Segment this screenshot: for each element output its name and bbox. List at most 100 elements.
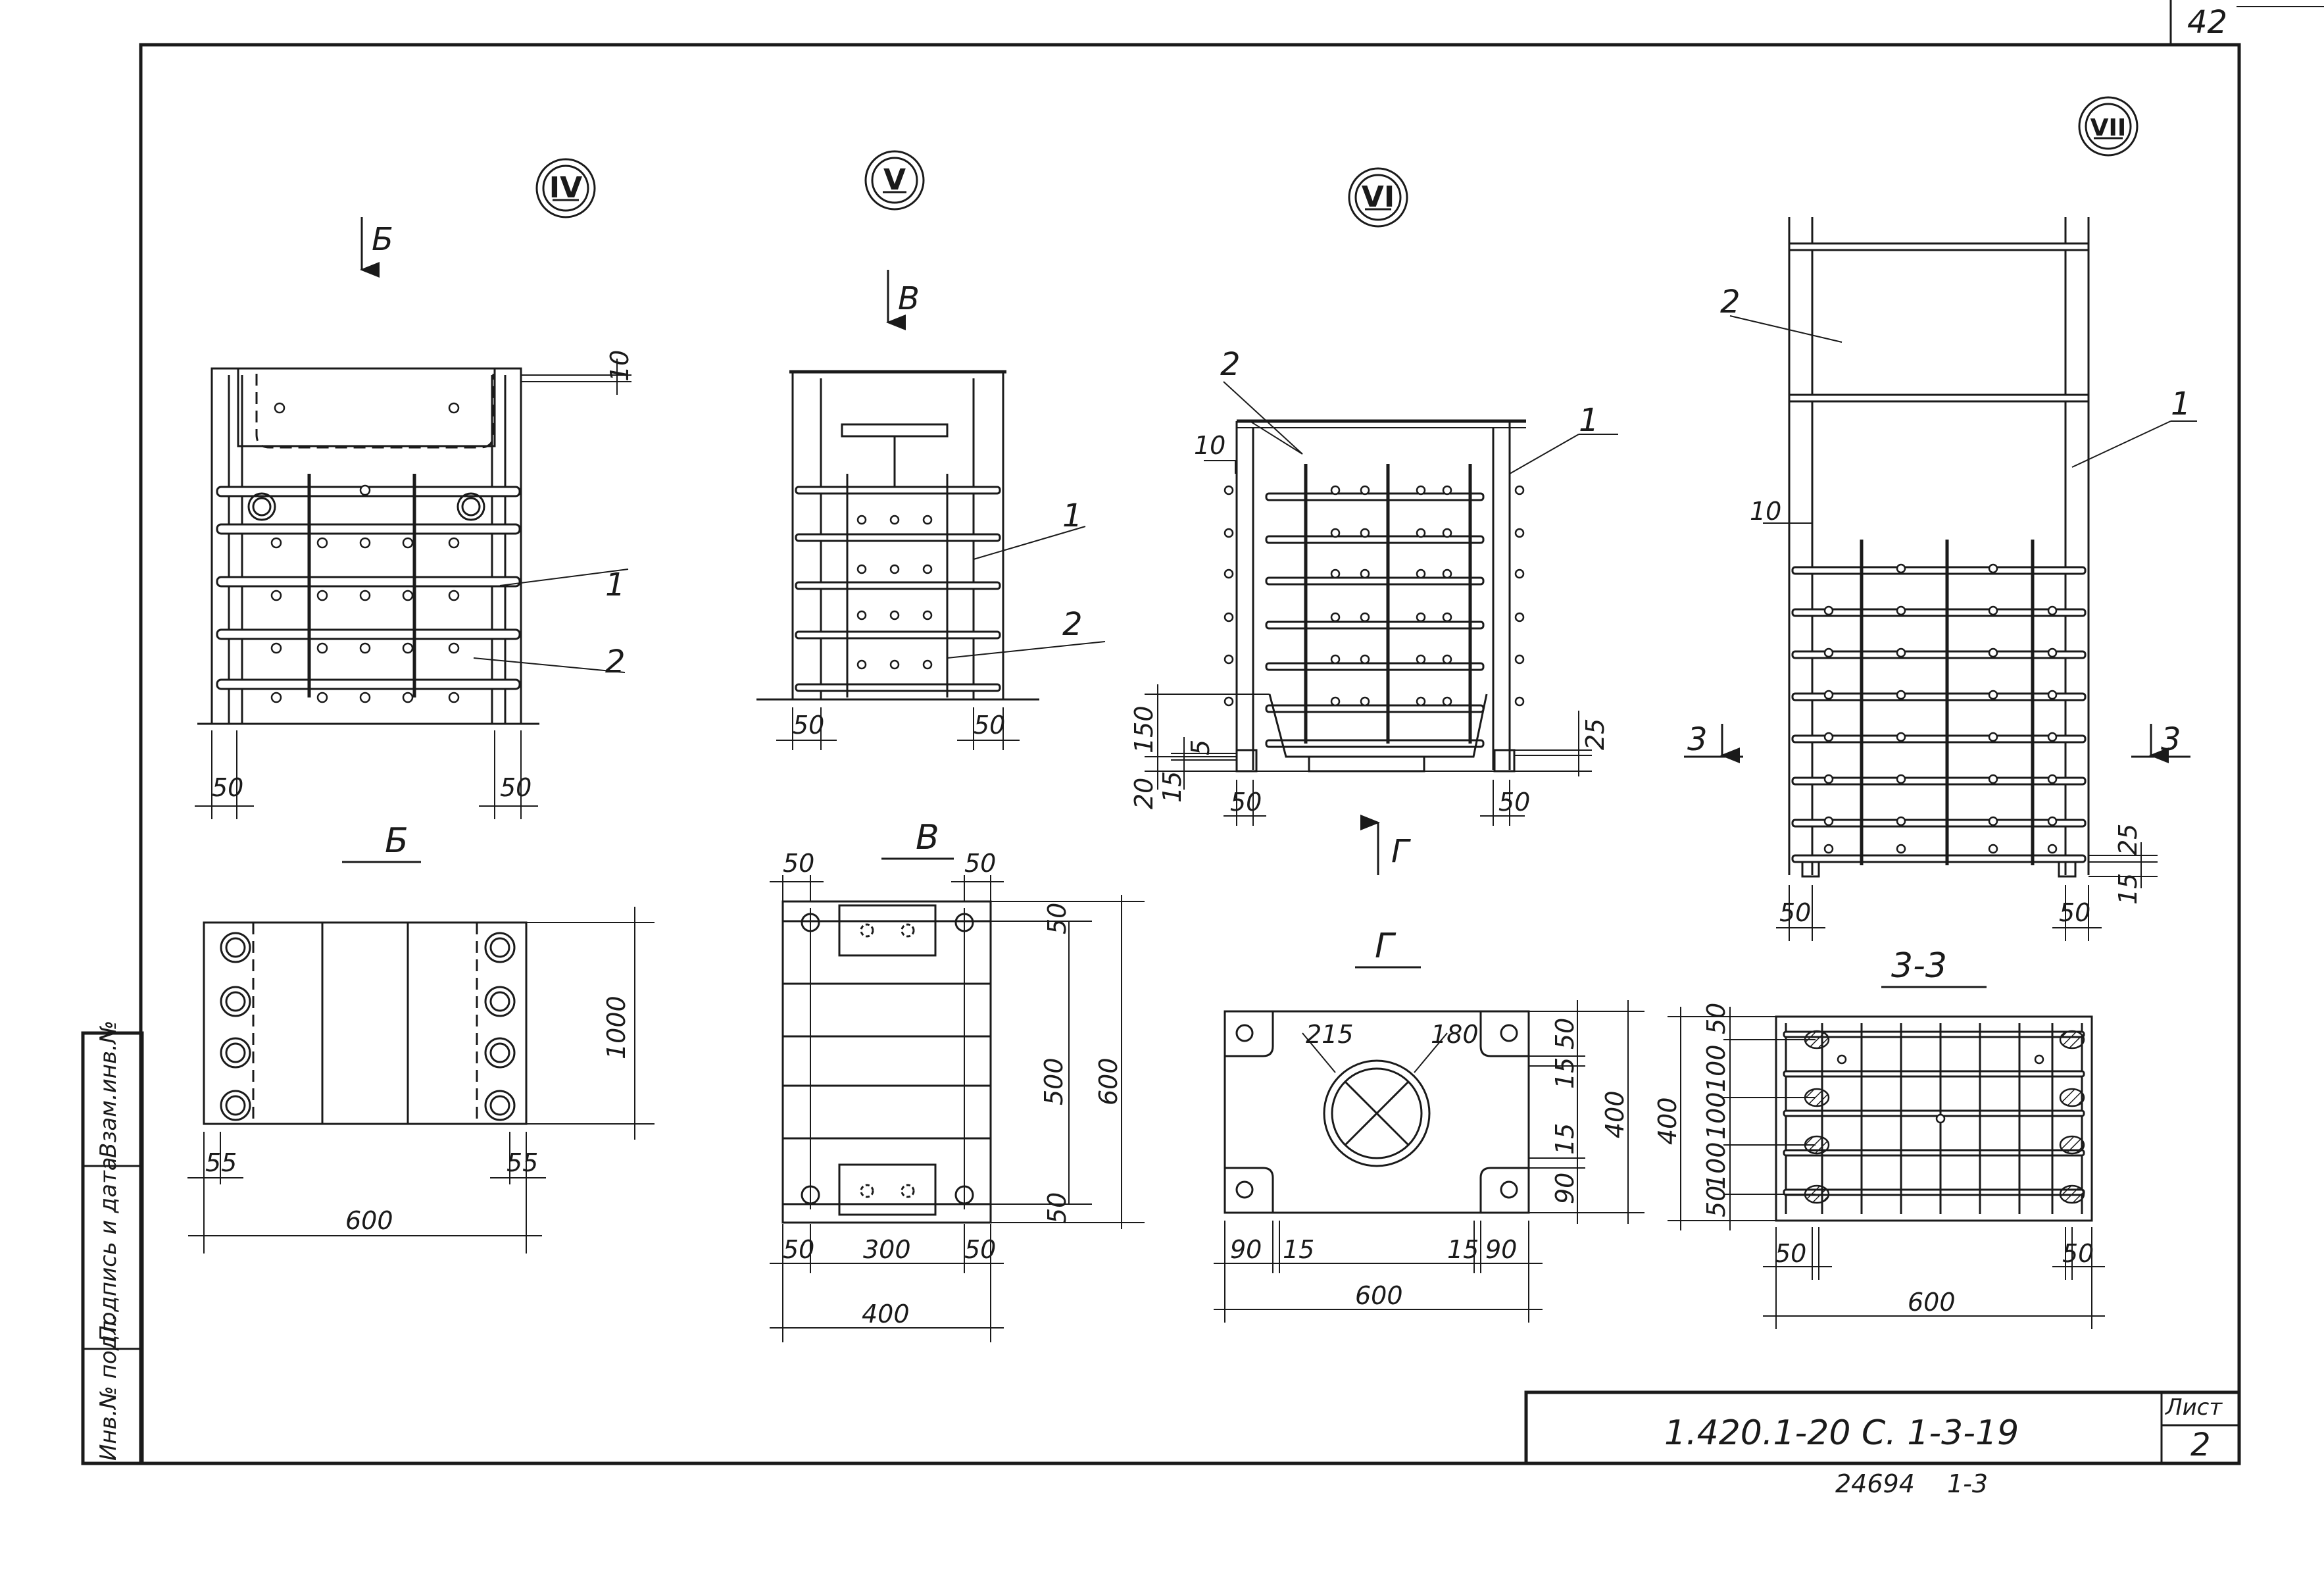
doc-code: 1.420.1-20 С. 1-3-19: [1664, 1413, 2019, 1453]
bottom-number: 24694: [1835, 1469, 1915, 1498]
view-vii: [1684, 217, 2197, 941]
marker-iv: [535, 158, 596, 218]
section-dim-50-top: 50: [1702, 1003, 1731, 1034]
view-vi-pos2: 2: [1220, 346, 1241, 383]
view-vi-dim-50-right: 50: [1498, 788, 1530, 817]
stamp-replace-inv: Взам.инв.№: [95, 1021, 122, 1158]
view-vi-arrow-label: Г: [1391, 833, 1411, 870]
view-v-pos1: 1: [1062, 497, 1083, 534]
view-v-plan-dim-50-tr: 50: [964, 849, 996, 878]
view-vi-dim-5: 5: [1186, 740, 1215, 755]
view-v-caption: В: [916, 818, 939, 857]
section-dim-600: 600: [1908, 1288, 1956, 1317]
rebar-grid-iv: [216, 474, 521, 697]
view-v-plan-dim-50-bottom: 50: [1043, 1192, 1072, 1224]
view-v-plan-dim-50-top: 50: [1043, 903, 1072, 934]
view-vii-dim-50-left: 50: [1779, 898, 1811, 927]
view-g-plan: [1214, 1000, 1644, 1323]
view-vi-dim-50-left: 50: [1230, 788, 1262, 817]
section-dim-100-b: 100: [1702, 1092, 1731, 1140]
view-g-dim-90-left: 90: [1230, 1235, 1262, 1264]
rebar-grid-vii: [1791, 540, 2087, 865]
view-g-dim-15-bottom: 15: [1550, 1123, 1579, 1155]
view-vi-dim-20: 20: [1129, 778, 1158, 809]
view-vi: [1145, 381, 1618, 875]
view-iv-pos2: 2: [605, 644, 626, 680]
view-g-dim-600: 600: [1355, 1281, 1403, 1310]
view-g-dim-50: 50: [1550, 1018, 1579, 1050]
view-v-plan-dim-400: 400: [862, 1300, 910, 1329]
marker-vi: [1348, 167, 1408, 228]
view-b-plan: [187, 907, 655, 1253]
section-dim-100-a: 100: [1702, 1044, 1731, 1092]
view-g-dim-180: 180: [1431, 1020, 1479, 1049]
rebar-dots-vii: [1823, 563, 2058, 854]
view-iv-dim-10: 10: [605, 350, 634, 382]
rebar-dots-v: [856, 515, 933, 670]
view-vi-dim-150: 150: [1129, 705, 1158, 753]
marker-vii: [2078, 96, 2139, 157]
view-vii-dim-10: 10: [1750, 497, 1781, 526]
page-number: 42: [2187, 4, 2227, 41]
view-g-dim-15-top: 15: [1550, 1057, 1579, 1089]
section-arrow-left: 3: [1687, 721, 1708, 758]
view-vii-pos1: 1: [2171, 386, 2191, 422]
view-v-plan-dim-50-bl: 50: [783, 1235, 814, 1264]
bottom-suffix: 1-3: [1947, 1469, 1988, 1498]
view-vi-dim-25: 25: [1581, 719, 1610, 750]
view-iv-pos1: 1: [605, 567, 626, 603]
view-g-dim-90-bottom: 90: [1485, 1235, 1517, 1264]
marker-v: [864, 150, 925, 211]
view-v-plan-dim-300: 300: [863, 1235, 911, 1264]
view-vii-dim-25: 25: [2114, 824, 2142, 855]
view-g-dim-215: 215: [1306, 1020, 1354, 1049]
rebar-grid-v: [795, 474, 1001, 697]
view-b-dim-600: 600: [345, 1206, 393, 1235]
section-caption: 3-3: [1891, 946, 1947, 986]
stamp-signature-date: Подпись и дата: [95, 1157, 122, 1342]
view-v: [756, 270, 1106, 750]
view-b-dim-55-left: 55: [205, 1148, 237, 1177]
view-v-plan: [770, 875, 1145, 1342]
view-v-dim-50-left: 50: [793, 711, 824, 740]
marker-iv-label: IV: [549, 171, 582, 205]
view-iv-dim-50-right: 50: [500, 773, 532, 802]
rebar-dots-vi: [1224, 485, 1525, 707]
sheet-frame: [139, 0, 2324, 1465]
view-v-plan-dim-50-br: 50: [964, 1235, 996, 1264]
rebar-dots-iv: [270, 484, 460, 703]
view-g-dim-400: 400: [1600, 1090, 1629, 1138]
view-v-plan-dim-500: 500: [1039, 1057, 1068, 1105]
marker-vii-label: VII: [2090, 114, 2127, 141]
rebar-grid-vi: [1265, 464, 1485, 748]
view-g-dim-90-right: 90: [1550, 1173, 1579, 1204]
view-g-caption: Г: [1375, 926, 1397, 966]
sheet-number: 2: [2190, 1427, 2211, 1463]
section-dim-50-right: 50: [2062, 1239, 2094, 1268]
view-g-dim-15-left: 15: [1283, 1235, 1314, 1264]
view-vi-pos1: 1: [1579, 402, 1599, 439]
side-stamp: Взам.инв.№ Подпись и дата Инв.№ подл.: [81, 1021, 144, 1465]
view-v-dim-50-right: 50: [974, 711, 1005, 740]
view-iv-dim-50-left: 50: [212, 773, 243, 802]
view-v-pos2: 2: [1062, 606, 1083, 643]
view-iv-arrow-label: Б: [372, 221, 393, 258]
view-g-dim-15-right: 15: [1447, 1235, 1479, 1264]
view-v-plan-dim-600: 600: [1094, 1057, 1123, 1105]
view-b-dim-1000: 1000: [602, 996, 631, 1059]
sheet-label: Лист: [2164, 1394, 2223, 1421]
view-b-dim-55-right: 55: [507, 1148, 538, 1177]
marker-vi-label: VI: [1362, 180, 1395, 214]
view-vii-dim-15: 15: [2114, 873, 2142, 905]
stamp-inv-original: Инв.№ подл.: [95, 1313, 122, 1461]
section-arrow-right: 3: [2161, 721, 2181, 758]
view-v-arrow-label: В: [898, 280, 920, 317]
view-vii-pos2: 2: [1720, 284, 1741, 320]
section-3-3: [1668, 1007, 2105, 1329]
view-vi-dim-15: 15: [1158, 771, 1187, 803]
view-iv: [195, 217, 631, 819]
section-dim-400: 400: [1653, 1097, 1682, 1145]
title-block: [1524, 1390, 2241, 1465]
section-dim-50-left: 50: [1775, 1239, 1806, 1268]
